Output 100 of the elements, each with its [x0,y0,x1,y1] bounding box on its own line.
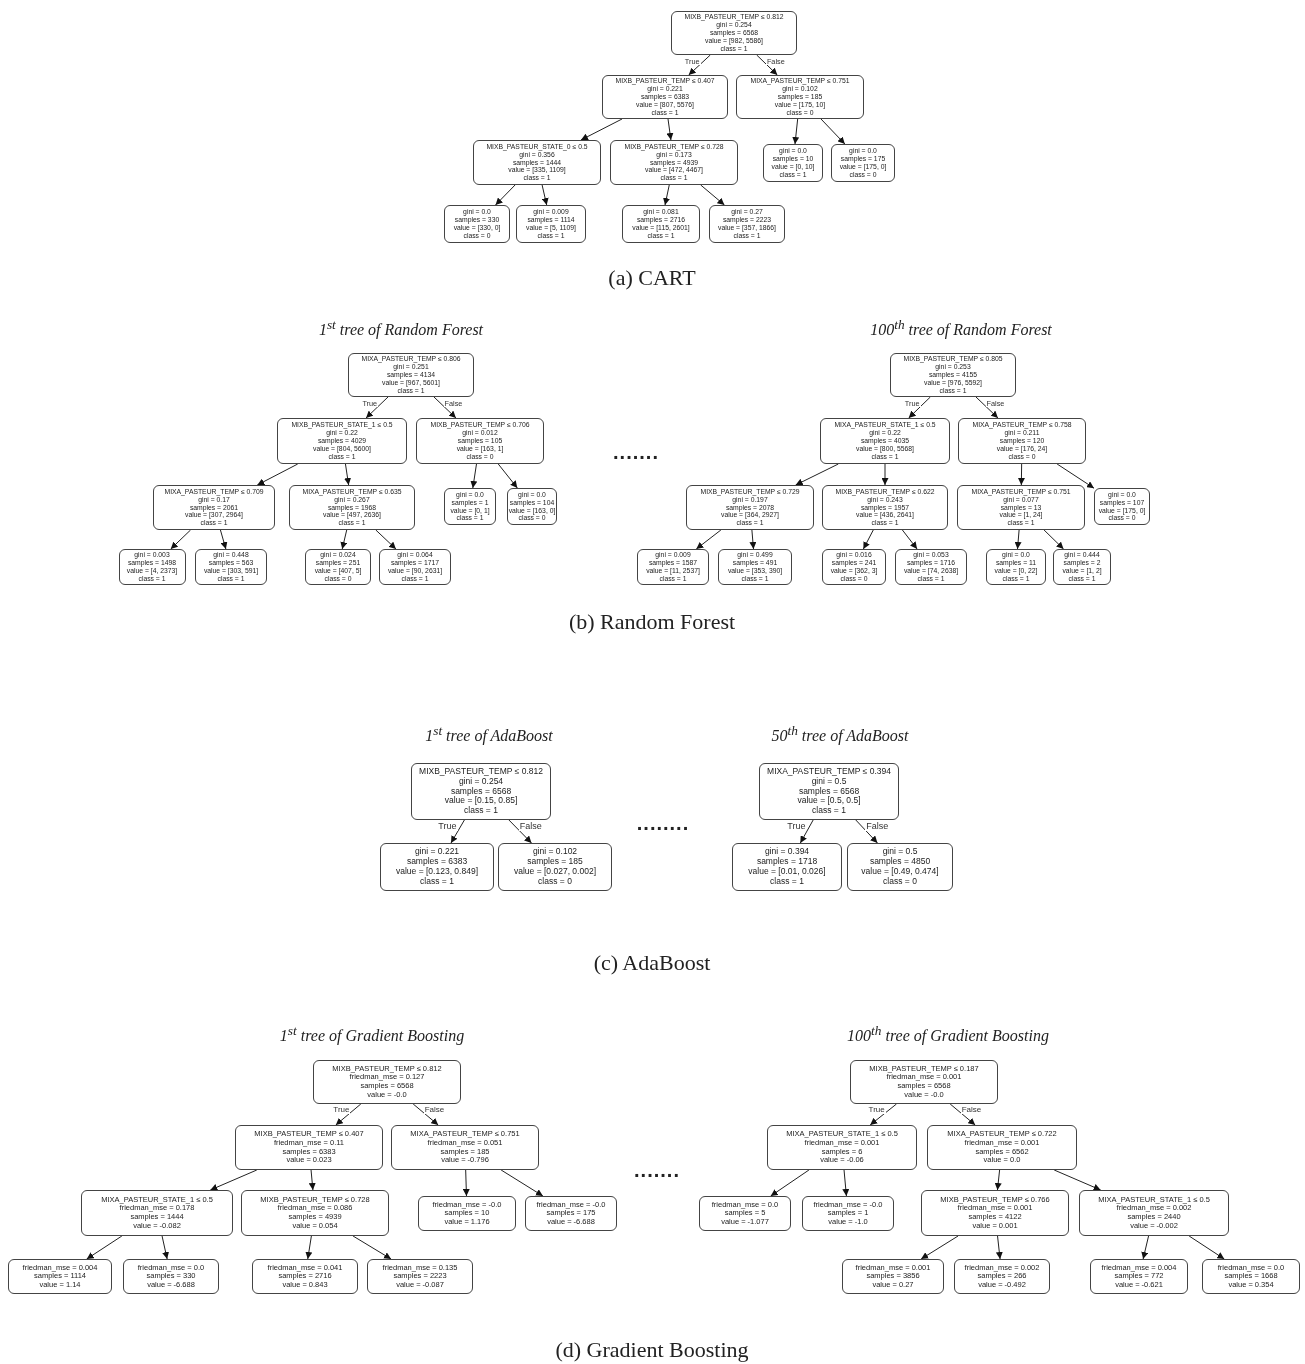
tree-node [921,1190,1069,1236]
tree-node [153,485,275,530]
tree-node [8,1259,112,1294]
tree-node [957,485,1085,530]
tree-node [986,549,1046,585]
tree-title: 1$^{st}$ tree of Gradient Boosting [279,1022,465,1046]
tree-node [473,140,601,185]
tree-node [391,1125,539,1170]
ellipsis-text: ....... [613,440,659,464]
tree-node [252,1259,358,1294]
tree-node [416,418,544,464]
arrow [799,819,814,844]
tree-node [305,549,371,585]
tree-node [842,1259,944,1294]
node-text: MIXA_PASTEUR_TEMP ≤ 0.394 [767,767,891,777]
arrow [375,529,397,550]
node-text: class = 1 [464,806,498,816]
node-text: value = [0.15, 0.85] [444,796,518,806]
node-text: class = 1 [812,806,846,816]
tree-node [890,353,1016,397]
arrow [340,529,348,550]
arrow [335,1103,362,1126]
arrow [412,1103,439,1126]
edge-label: True [867,1106,886,1115]
tree-node [831,144,895,182]
arrow [450,819,465,844]
node-text: gini = 0.5 [811,776,847,787]
arrow [749,529,757,550]
tree-node [822,549,886,585]
edge-label: True [786,822,807,832]
node-text: gini = 0.5 [882,847,918,858]
tree-title: 100$^{th}$ tree of Gradient Boosting [847,1022,1049,1046]
tree-node [379,549,451,585]
arrow [949,1103,976,1126]
node-text: samples = 1718 [756,857,818,867]
arrow [541,184,549,206]
figure-caption: (d) Gradient Boosting [555,1337,749,1363]
tree-node [507,488,557,525]
arrow [855,819,878,844]
arrow [500,1169,544,1197]
arrow [820,118,846,145]
tree-title: 1$^{st}$ tree of Random Forest [318,316,484,340]
arrow [256,463,299,486]
tree-node [927,1125,1077,1170]
arrow [1014,529,1022,550]
ellipsis-text: ........ [636,811,690,835]
node-text: class = 0 [883,876,917,887]
tree-node [954,1259,1050,1294]
tree-node [671,11,797,55]
arrow [756,54,778,76]
tree-node [732,843,842,891]
tree-node [822,485,948,530]
tree-node [637,549,709,585]
tree-node [81,1190,233,1236]
arrow [795,463,839,486]
arrow [666,118,674,141]
arrow [869,1103,897,1126]
arrow [975,396,999,419]
tree-node [525,1196,617,1231]
tree-node [195,549,267,585]
arrow [580,118,623,141]
arrow [663,184,670,206]
tree-title: 50$^{th}$ tree of AdaBoost [771,722,909,746]
arrow [470,463,478,489]
tree-node [686,485,814,530]
tree-node [516,205,586,243]
tree-node [277,418,407,464]
tree-node [498,843,612,891]
tree-node [802,1196,894,1231]
arrow [695,529,722,550]
tree-title: 100$^{th}$ tree of Random Forest [870,316,1052,340]
tree-node [444,205,510,243]
arrow [308,1169,316,1191]
tree-title: 1$^{st}$ tree of AdaBoost [425,722,553,746]
arrow [495,184,516,206]
arrow [365,396,389,419]
arrow [908,396,931,419]
tree-node [235,1125,383,1170]
tree-node [718,549,792,585]
node-text: value = [0.5, 0.5] [797,796,861,806]
node-text: samples = 6568 [450,786,512,797]
arrow [86,1235,123,1260]
tree-node [767,1125,917,1170]
arrow [994,1169,1002,1191]
tree-node [847,843,953,891]
tree-node [367,1259,473,1294]
node-text: samples = 4850 [869,857,931,867]
edge-label: True [332,1106,351,1115]
tree-node [709,205,785,243]
node-text: samples = 6383 [406,857,468,867]
tree-node [610,140,738,185]
arrow [462,1169,470,1197]
arrow [792,118,800,145]
node-text: value = [0.49, 0.474] [861,867,939,877]
arrow [1017,463,1025,486]
node-text: gini = 0.102 [532,847,578,857]
node-text: value = [0.123, 0.849] [396,867,478,877]
edge-label: False [865,822,890,832]
arrow [920,1235,959,1260]
tree-node [348,353,474,397]
